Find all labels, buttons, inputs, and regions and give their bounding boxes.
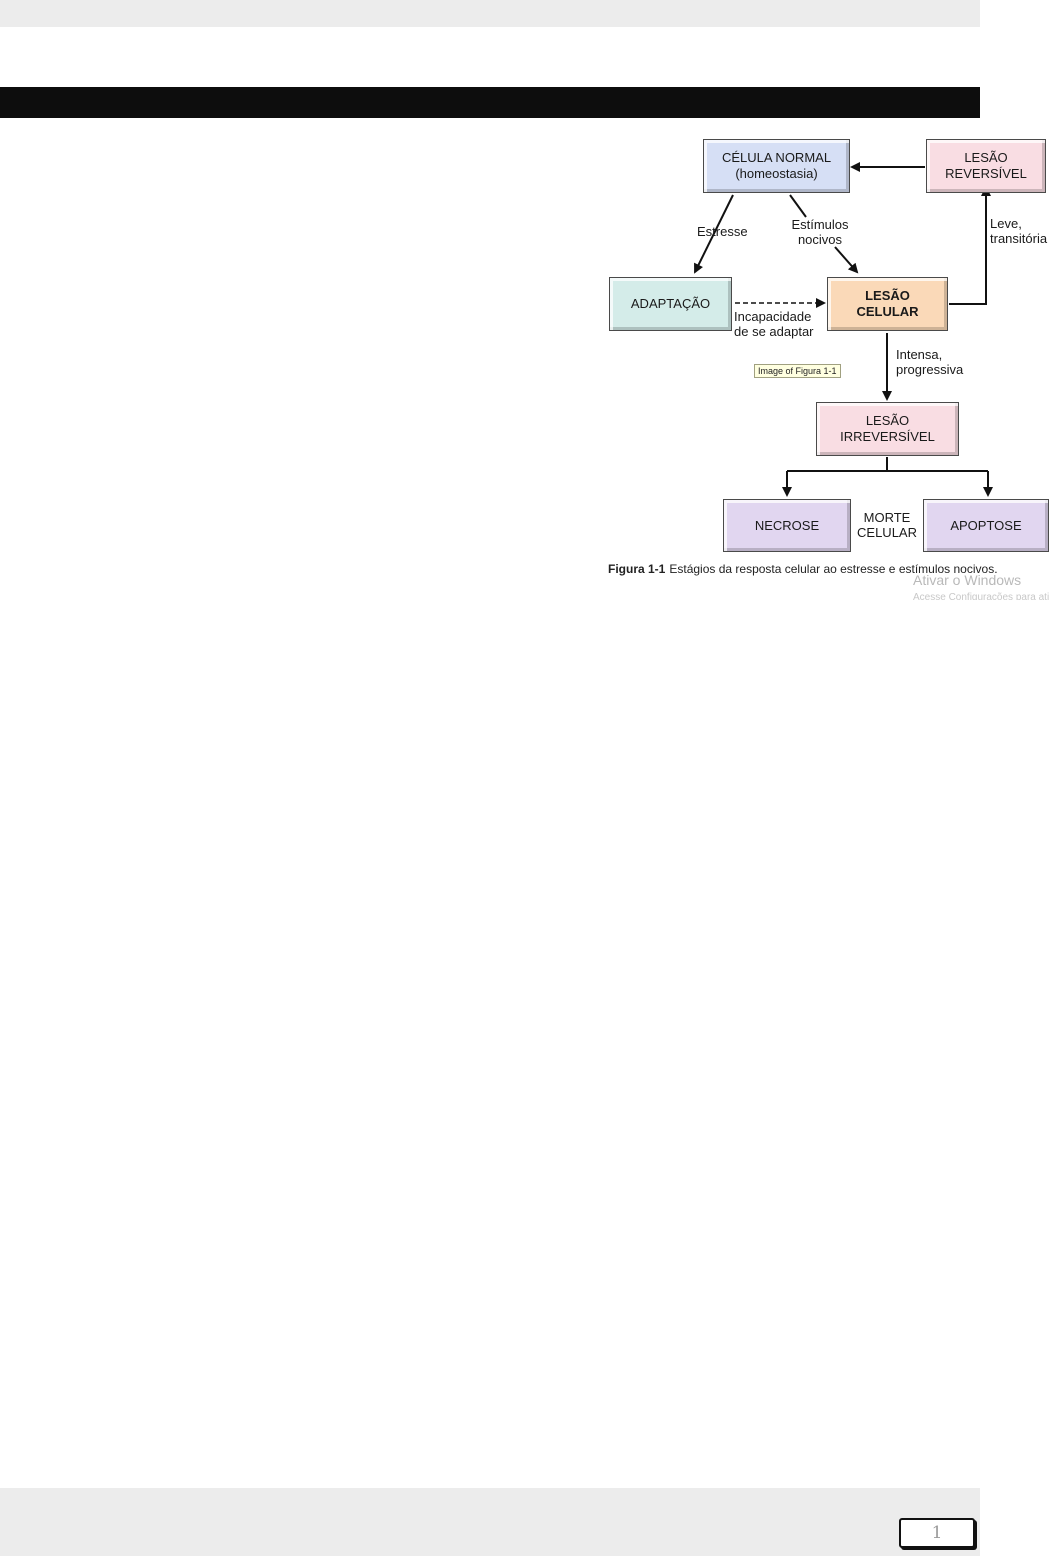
normal-cell-box: CÉLULA NORMAL(homeostasia) (703, 139, 850, 193)
footer-band (0, 1488, 980, 1556)
severe-label: Intensa,progressiva (896, 347, 964, 377)
windows-activation-watermark: Ativar o Windows (913, 572, 1022, 588)
mild-label: Leve,transitória (990, 216, 1048, 246)
apoptosis-box: APOPTOSE (923, 499, 1049, 552)
arrow-stress (694, 194, 734, 274)
section-title-bar (0, 87, 980, 118)
figure-caption-text: Estágios da resposta celular ao estresse… (669, 562, 998, 576)
header-band (0, 0, 980, 27)
arrow-mild (949, 186, 991, 305)
flow-arrows (694, 162, 993, 497)
adaptation-box: ADAPTAÇÃO (609, 277, 732, 331)
arrow-stimuli-top (789, 194, 807, 218)
necrosis-box: NECROSE (723, 499, 851, 552)
windows-activation-subtext: Acesse Configurações para ativar o Windo… (913, 592, 1049, 600)
image-tooltip: Image of Figura 1-1 (754, 364, 841, 378)
arrow-stimuli (834, 246, 859, 274)
figure-number: Figura 1-1 (608, 562, 666, 576)
page-number: 1 (899, 1518, 975, 1548)
stress-label: Estresse (697, 224, 748, 239)
